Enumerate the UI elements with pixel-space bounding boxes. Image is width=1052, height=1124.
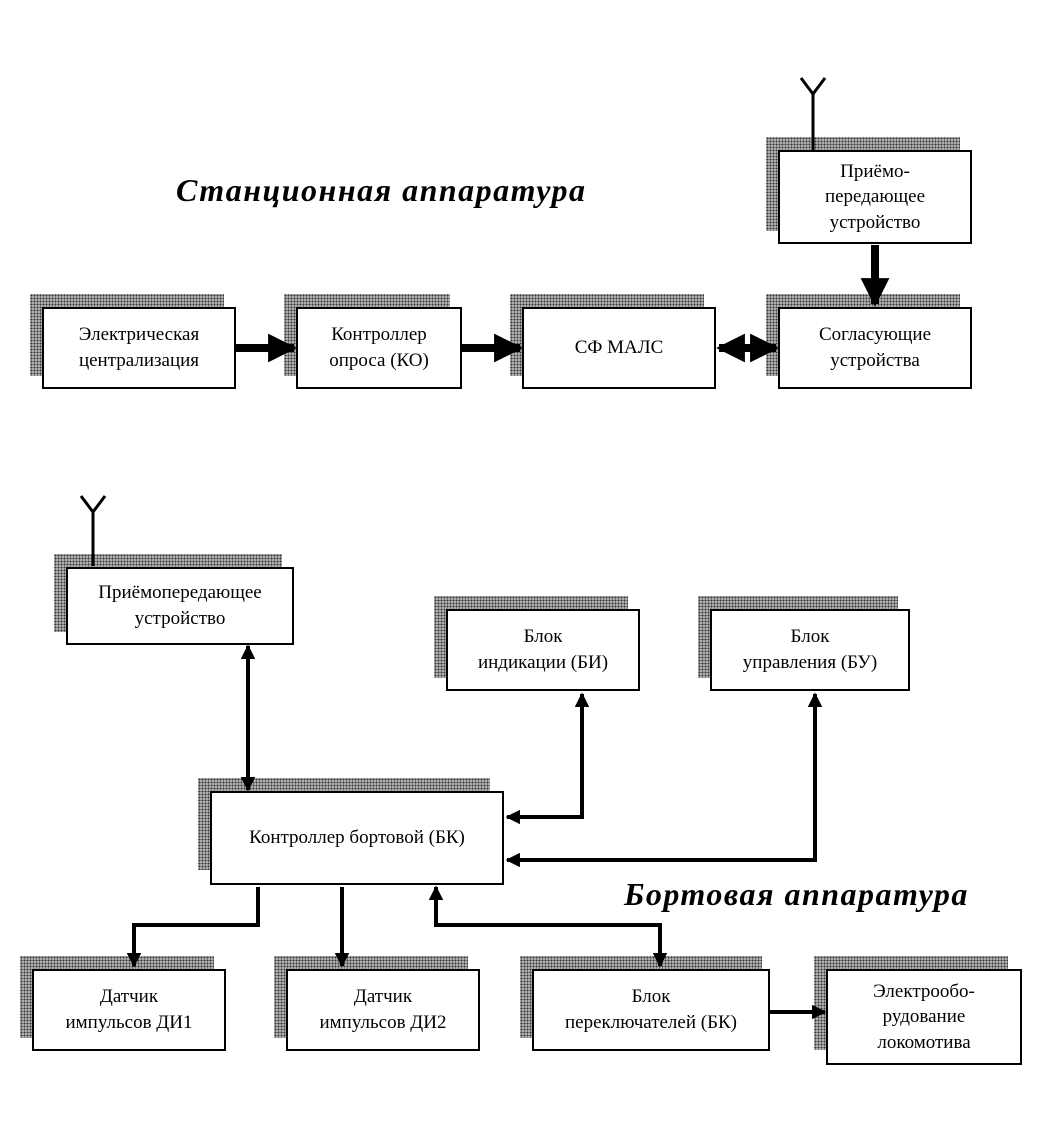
electric-centralization-box: Электрическая централизация bbox=[42, 307, 236, 389]
pulse-sensor-2-box: Датчик импульсов ДИ2 bbox=[286, 969, 480, 1051]
antenna-icon bbox=[799, 77, 827, 150]
indication-unit-box: Блок индикации (БИ) bbox=[446, 609, 640, 691]
arrow-indication-controller bbox=[505, 692, 590, 825]
onboard-transceiver-box: Приёмопередающее устройство bbox=[66, 567, 294, 645]
arrow-controller-to-di1 bbox=[126, 887, 260, 968]
sf-mals-box: СФ МАЛС bbox=[522, 307, 716, 389]
arrow-control-controller bbox=[505, 692, 823, 868]
station-equipment-heading: Станционная аппаратура bbox=[176, 172, 587, 208]
locomotive-equipment-box: Электрообо- рудование локомотива bbox=[826, 969, 1022, 1065]
switch-unit-box: Блок переключателей (БК) bbox=[532, 969, 770, 1051]
control-unit-box: Блок управления (БУ) bbox=[710, 609, 910, 691]
polling-controller-box: Контроллер опроса (КО) bbox=[296, 307, 462, 389]
pulse-sensor-1-box: Датчик импульсов ДИ1 bbox=[32, 969, 226, 1051]
arrow-switch-controller bbox=[428, 885, 668, 968]
onboard-controller-box: Контроллер бортовой (БК) bbox=[210, 791, 504, 885]
onboard-equipment-heading: Бортовая аппаратура bbox=[624, 876, 969, 912]
station-transceiver-box: Приёмо- передающее устройство bbox=[778, 150, 972, 244]
antenna-icon bbox=[79, 495, 107, 566]
matching-devices-box: Согласующие устройства bbox=[778, 307, 972, 389]
